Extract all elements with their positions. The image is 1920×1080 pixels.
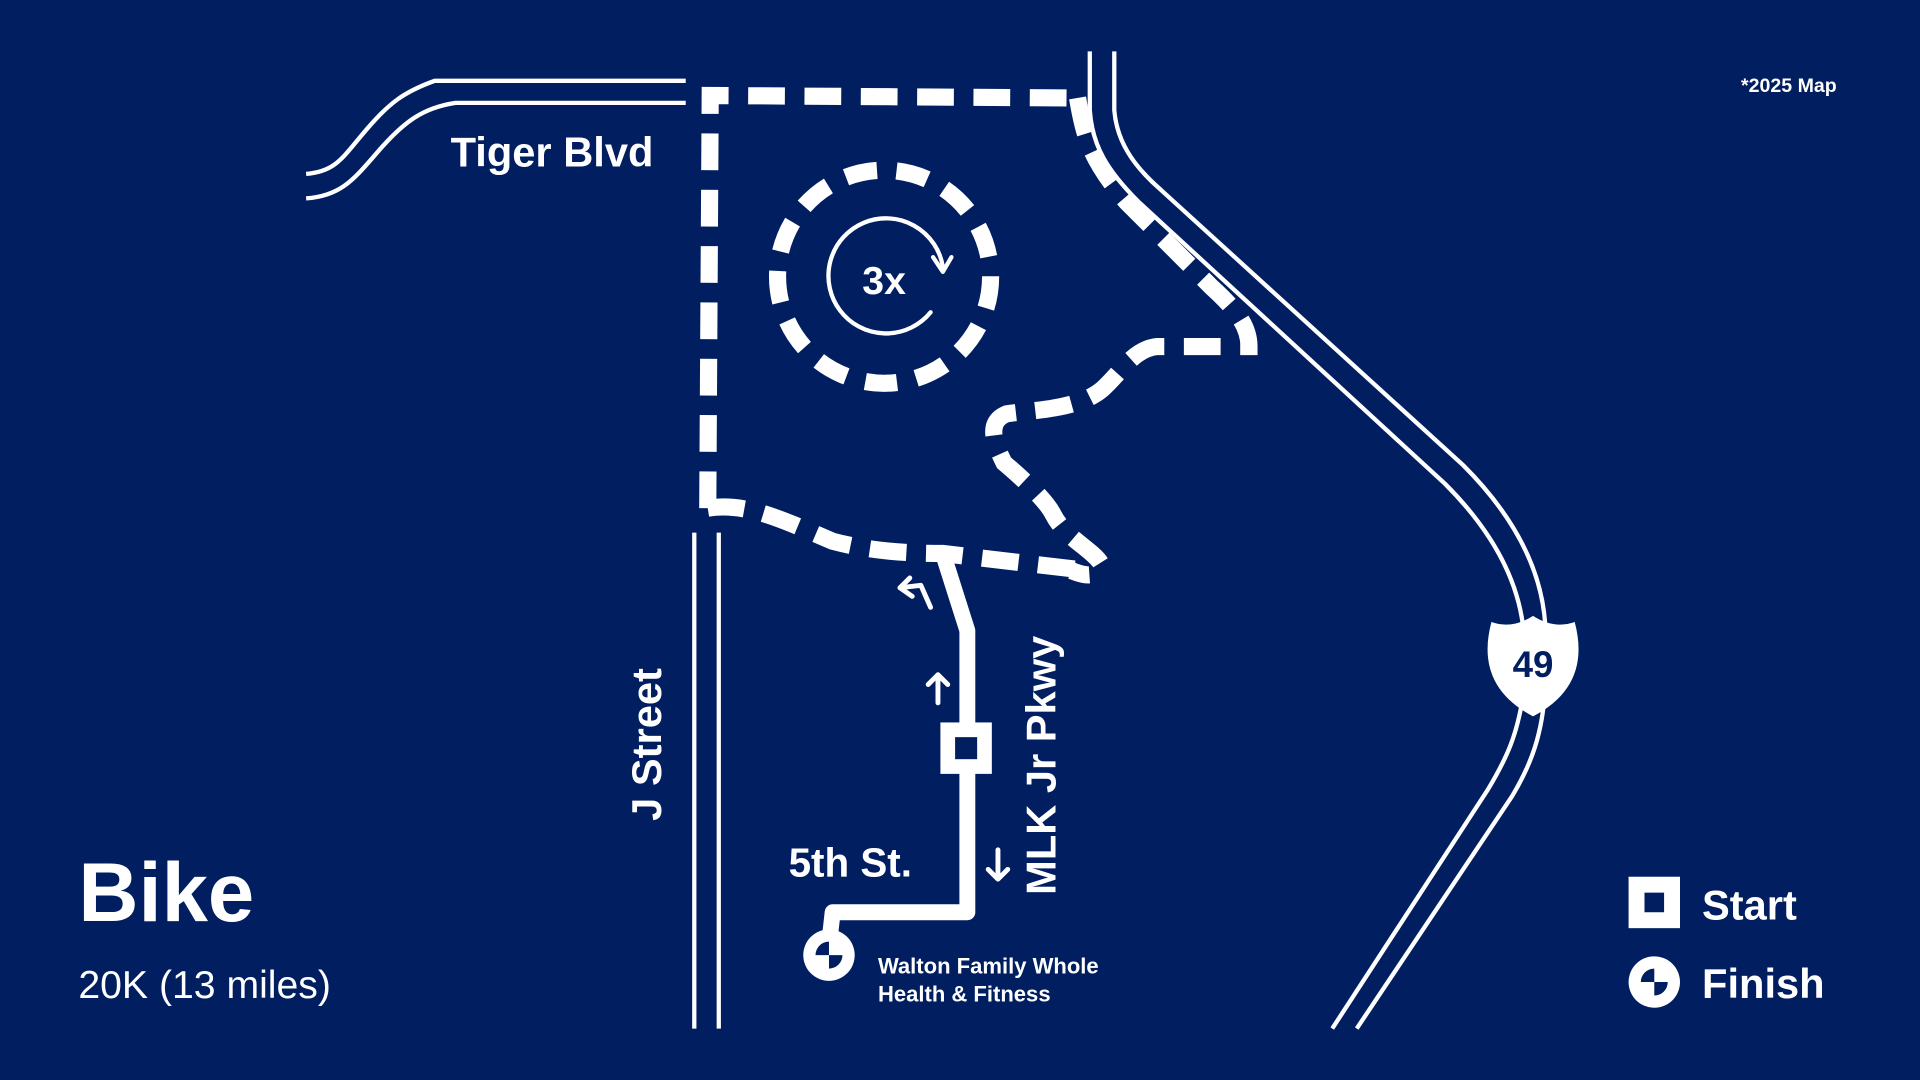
finish-location-line1: Walton Family Whole [878,953,1099,978]
turn-left-arrow-icon [897,575,934,610]
svg-text:49: 49 [1513,644,1554,685]
legend-finish-icon [1628,956,1680,1008]
distance-label: 20K (13 miles) [78,964,331,1007]
finish-location-line2: Health & Fitness [878,982,1051,1007]
legend-start-label: Start [1702,882,1797,929]
j-street-label: J Street [623,668,670,821]
up-arrow-icon [925,672,951,706]
tiger-blvd-road [305,78,686,201]
finish-marker [803,929,855,981]
page-title: Bike [78,846,254,939]
map-year-note: *2025 Map [1741,75,1837,97]
mlk-pkwy-label: MLK Jr Pkwy [1018,636,1065,895]
j-street-road [692,532,721,1029]
tiger-blvd-label: Tiger Blvd [451,129,654,176]
legend-start-icon [1628,876,1680,929]
bike-route-transition [821,545,976,954]
start-marker [940,722,992,774]
interstate-49-shield: 49 [1487,615,1579,717]
loop-repeat-icon [826,216,954,336]
fifth-st-label: 5th St. [789,840,912,886]
down-arrow-icon [985,847,1011,882]
legend-finish-label: Finish [1702,960,1825,1007]
legend: Start Finish [1628,876,1825,1008]
loop-count-label: 3x [862,260,906,303]
bike-route-loop [699,86,1258,584]
